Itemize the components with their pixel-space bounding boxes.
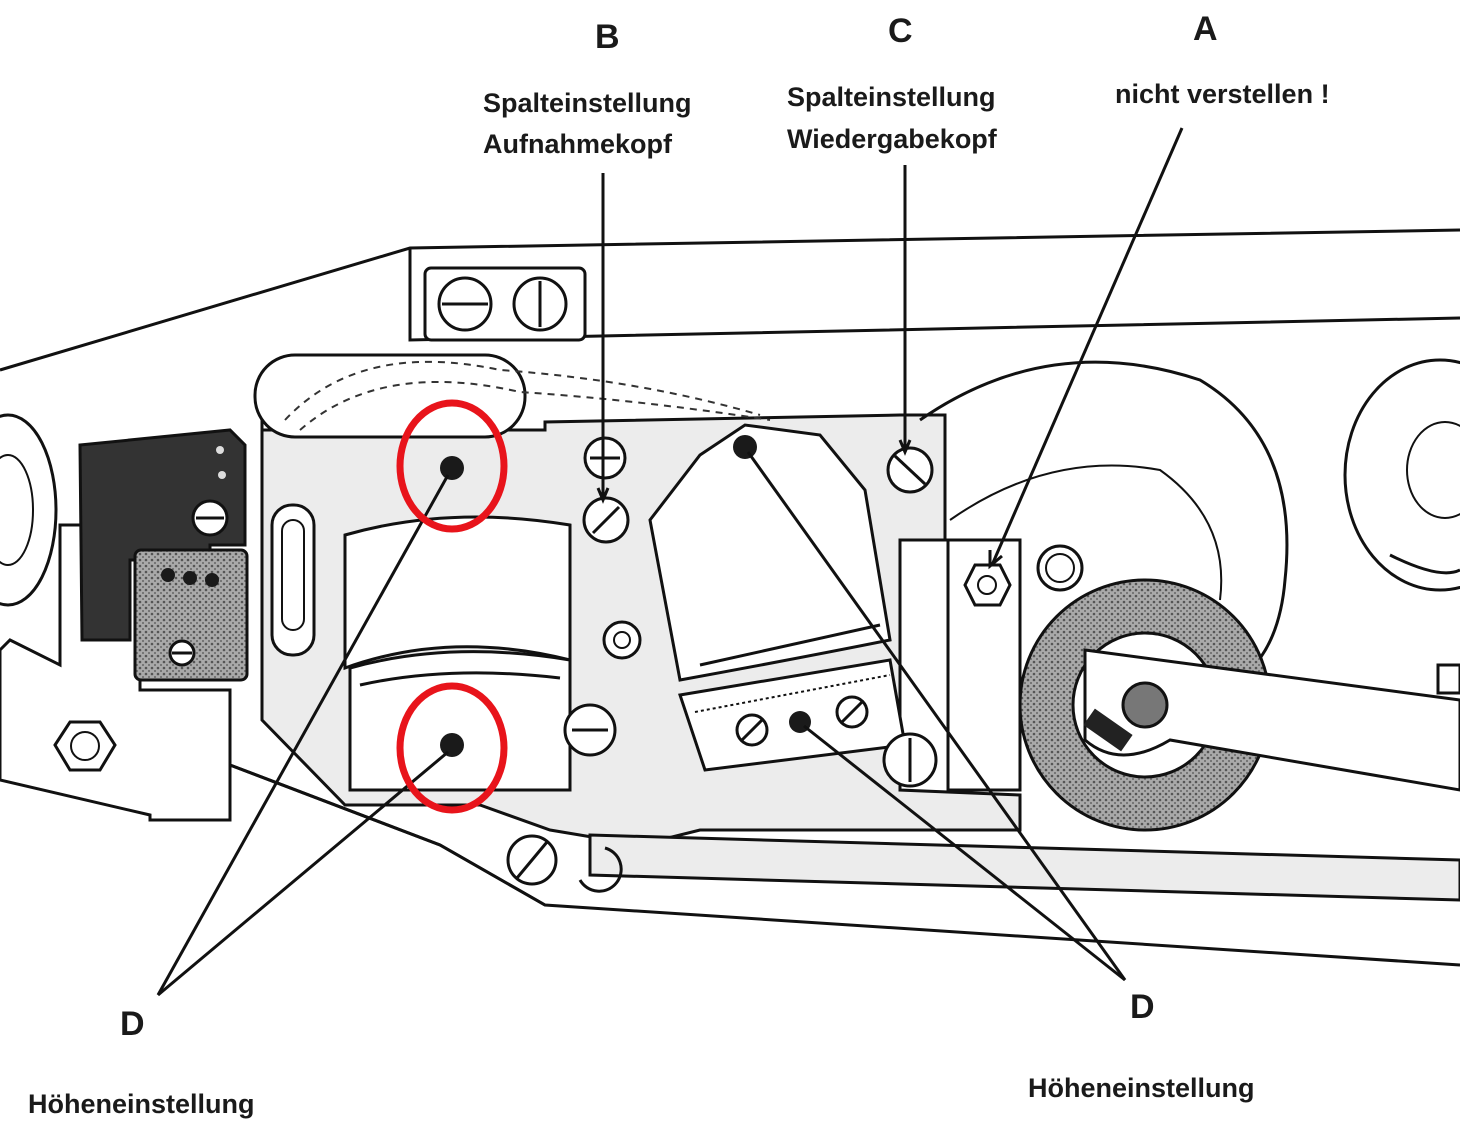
highlight-circle-top xyxy=(396,399,508,533)
leader-lines xyxy=(156,127,1184,997)
label-c: C xyxy=(888,12,913,50)
a-hex-nut xyxy=(963,563,1012,607)
tape-guide-oval xyxy=(253,353,771,439)
hex-nut xyxy=(53,720,117,772)
highlight-circle-bottom xyxy=(396,682,508,814)
left-bracket xyxy=(0,523,232,822)
label-d-right: D xyxy=(1130,988,1155,1026)
caption-c-line1: Spalteinstellung xyxy=(787,82,996,112)
label-a: A xyxy=(1193,10,1218,48)
label-d-left: D xyxy=(120,1005,145,1043)
capstan-flywheel xyxy=(919,360,1289,792)
caption-b-line2: Aufnahmekopf xyxy=(483,129,673,159)
right-reel xyxy=(1343,358,1460,695)
bottom-screws xyxy=(506,834,623,893)
left-reel xyxy=(0,413,58,607)
recording-head xyxy=(343,456,572,792)
link-slot xyxy=(270,503,316,657)
top-screw-pair xyxy=(423,266,587,342)
caption-b-line1: Spalteinstellung xyxy=(483,88,692,118)
erase-head xyxy=(78,428,249,682)
highlight-circles xyxy=(396,399,508,814)
caption-a: nicht verstellen ! xyxy=(1115,79,1330,109)
playback-head xyxy=(648,423,907,772)
caption-d-left: Höheneinstellung xyxy=(28,1089,255,1119)
pinch-roller xyxy=(1018,578,1460,832)
caption-c-line2: Wiedergabekopf xyxy=(787,124,998,154)
b-adjust-screws xyxy=(563,436,642,757)
label-b: B xyxy=(595,18,620,56)
caption-d-right: Höheneinstellung xyxy=(1028,1073,1255,1103)
